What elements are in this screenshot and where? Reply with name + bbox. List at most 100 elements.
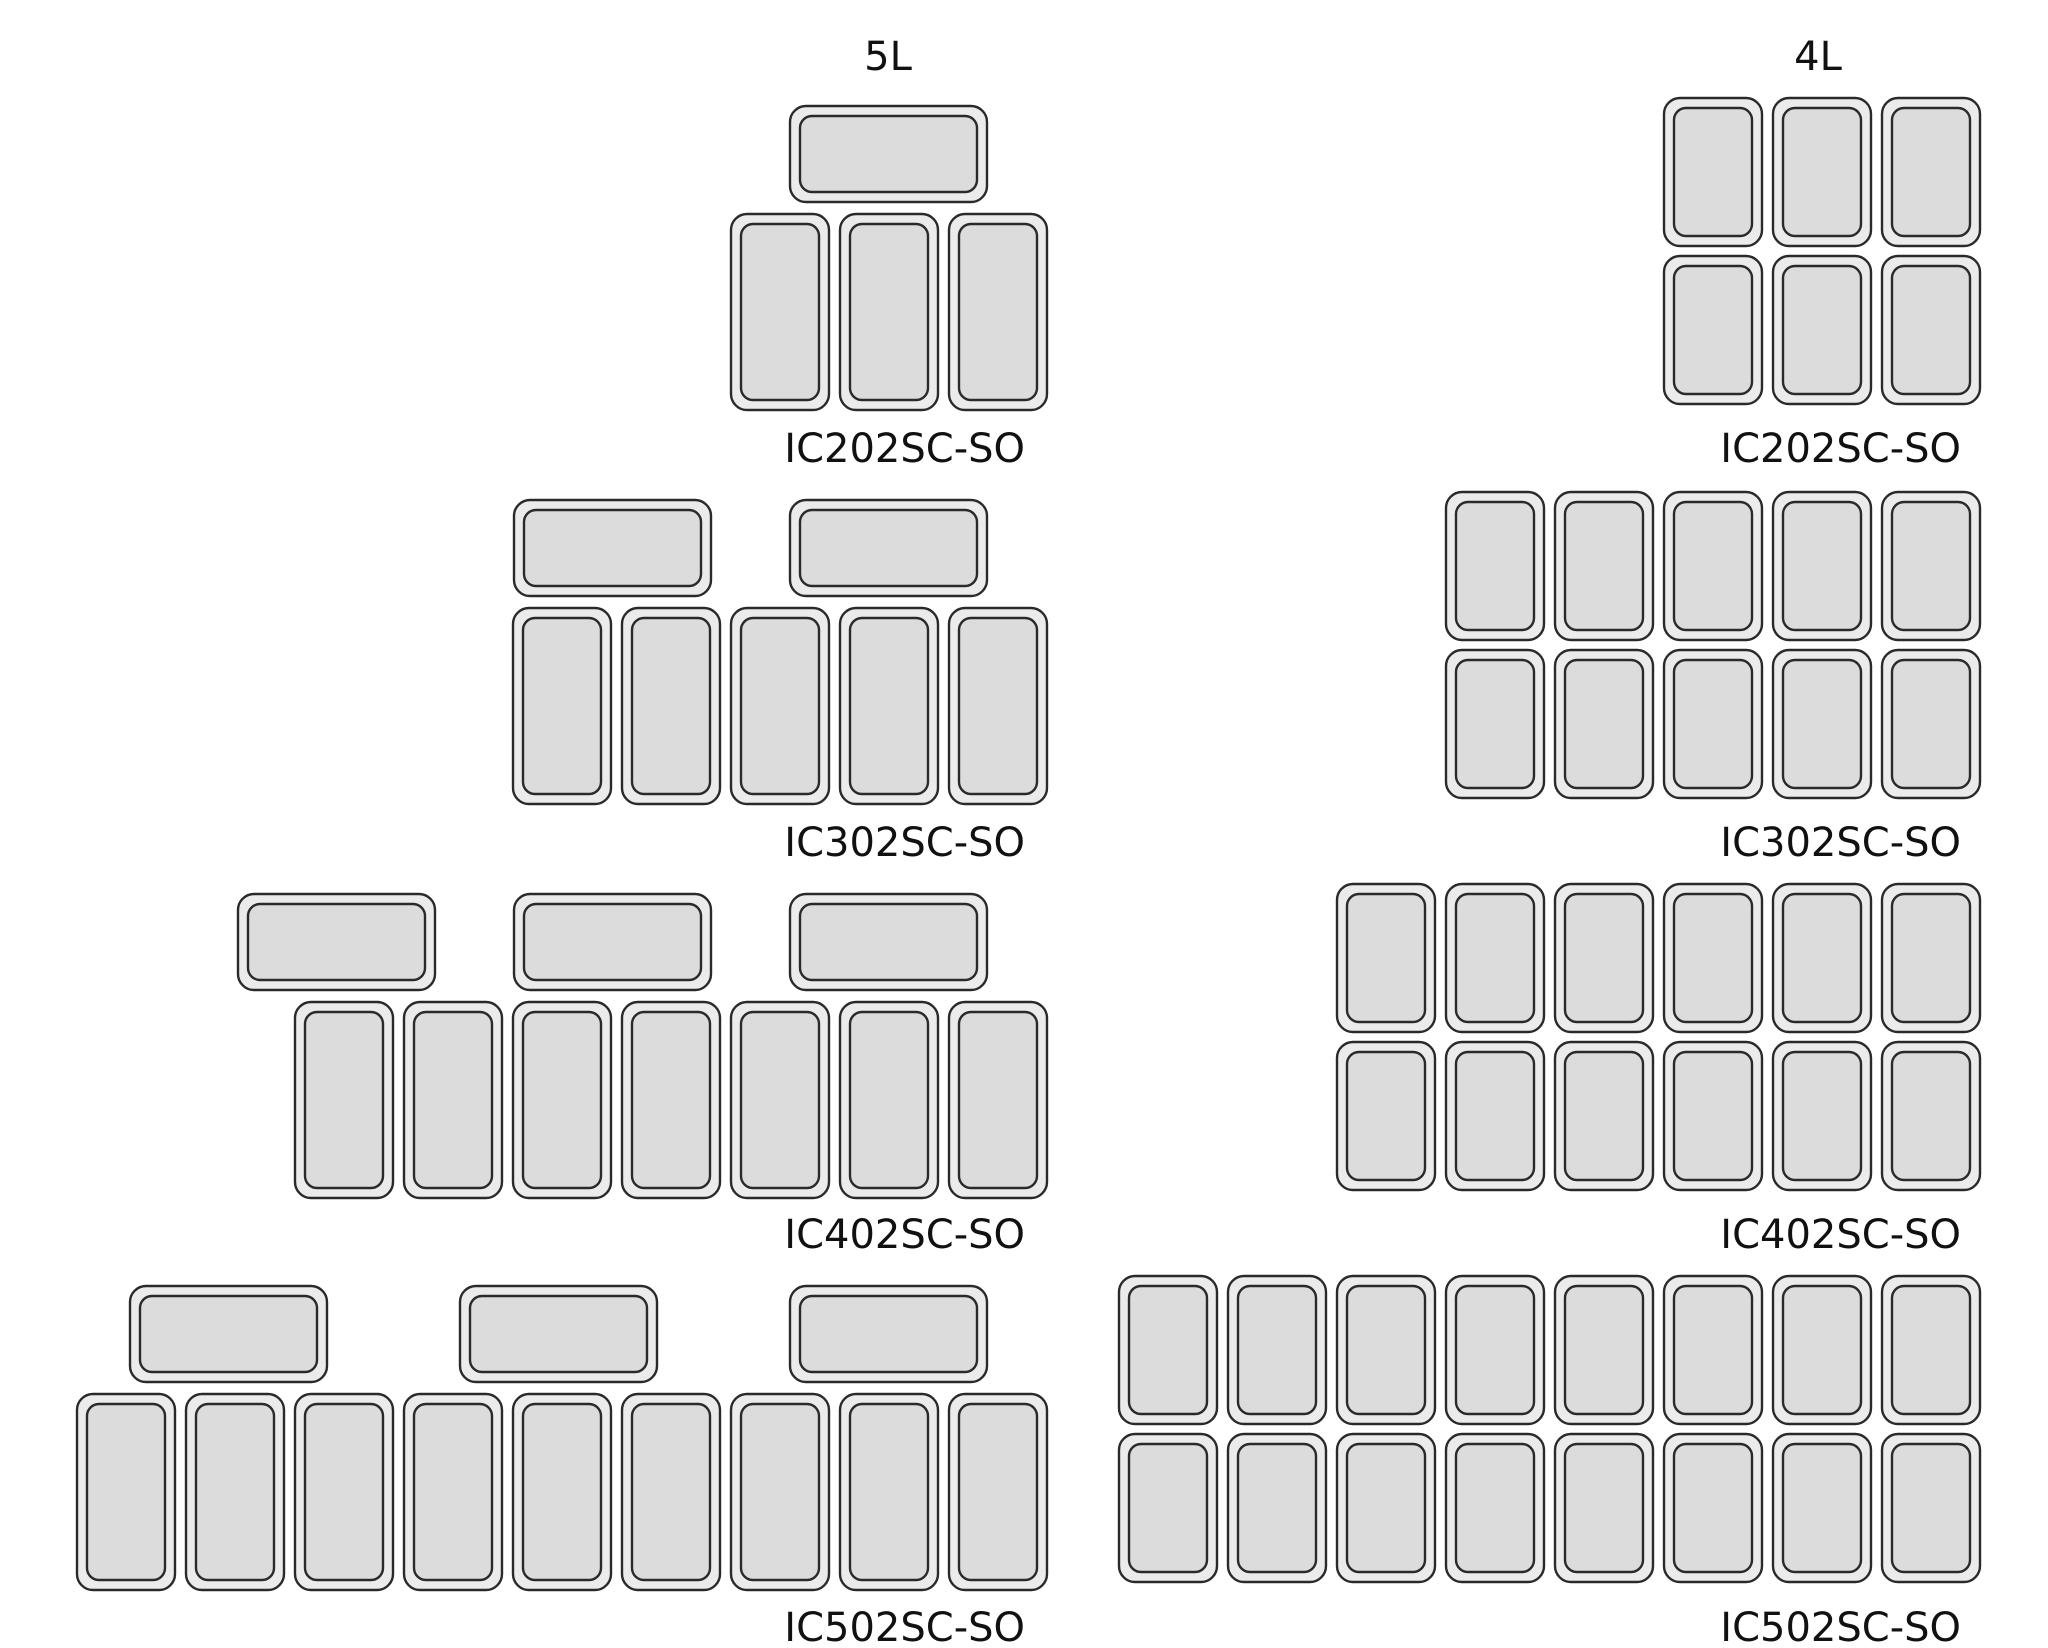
upright-pan	[729, 1000, 831, 1200]
upright-pan	[511, 1392, 613, 1592]
model-label-5l-row2: IC302SC-SO	[784, 820, 1025, 866]
pan-well	[1672, 1284, 1754, 1416]
pan-well	[303, 1010, 385, 1190]
grid-pan	[1444, 1432, 1546, 1584]
grid-pan	[1880, 648, 1982, 800]
grid-pan	[1444, 882, 1546, 1034]
pan-well	[1127, 1442, 1209, 1574]
grid-pan	[1771, 1432, 1873, 1584]
horizontal-pan	[236, 892, 437, 992]
grid-pan	[1880, 1432, 1982, 1584]
pan-well	[246, 902, 427, 982]
pan-well	[739, 1010, 821, 1190]
grid-pan	[1662, 648, 1764, 800]
horizontal-pan	[788, 104, 989, 204]
upright-pan	[75, 1392, 177, 1592]
pan-well	[1563, 1442, 1645, 1574]
pan-well	[412, 1402, 494, 1582]
upright-pan	[511, 606, 613, 806]
grid-pan	[1662, 96, 1764, 248]
grid-pan	[1553, 1040, 1655, 1192]
pan-well	[798, 1294, 979, 1374]
pan-well	[194, 1402, 276, 1582]
horizontal-pan	[458, 1284, 659, 1384]
pan-well	[1236, 1284, 1318, 1416]
pan-well	[630, 1010, 712, 1190]
grid-pan	[1553, 1432, 1655, 1584]
upright-pan	[838, 1392, 940, 1592]
pan-well	[412, 1010, 494, 1190]
pan-well	[1345, 1050, 1427, 1182]
grid-pan	[1880, 882, 1982, 1034]
pan-well	[739, 222, 821, 402]
pan-well	[85, 1402, 167, 1582]
pan-well	[1345, 1284, 1427, 1416]
grid-pan	[1771, 648, 1873, 800]
pan-well	[1890, 264, 1972, 396]
grid-pan	[1771, 96, 1873, 248]
upright-pan	[729, 1392, 831, 1592]
upright-pan	[947, 1000, 1049, 1200]
pan-well	[1672, 106, 1754, 238]
pan-well	[1563, 658, 1645, 790]
upright-pan	[838, 606, 940, 806]
pan-well	[1781, 106, 1863, 238]
pan-well	[1890, 1442, 1972, 1574]
grid-pan	[1662, 1274, 1764, 1426]
upright-pan	[402, 1392, 504, 1592]
grid-pan	[1226, 1432, 1328, 1584]
pan-well	[138, 1294, 319, 1374]
grid-pan	[1335, 1040, 1437, 1192]
pan-well	[1236, 1442, 1318, 1574]
pan-well	[1672, 658, 1754, 790]
pan-well	[1454, 500, 1536, 632]
pan-well	[1781, 264, 1863, 396]
grid-pan	[1117, 1432, 1219, 1584]
upright-pan	[293, 1000, 395, 1200]
horizontal-pan	[512, 498, 713, 598]
pans-layer	[75, 96, 1982, 1592]
upright-pan	[184, 1392, 286, 1592]
upright-pan	[838, 1000, 940, 1200]
pan-well	[303, 1402, 385, 1582]
horizontal-pan	[788, 892, 989, 992]
pan-well	[1454, 1050, 1536, 1182]
pan-well	[848, 1402, 930, 1582]
pan-well	[1454, 1284, 1536, 1416]
pan-well	[957, 1010, 1039, 1190]
grid-pan	[1117, 1274, 1219, 1426]
pan-well	[1781, 1442, 1863, 1574]
pan-well	[630, 1402, 712, 1582]
header-5l: 5L	[864, 34, 912, 80]
grid-pan	[1771, 490, 1873, 642]
model-label-5l-row4: IC502SC-SO	[784, 1605, 1025, 1648]
pan-well	[1563, 1284, 1645, 1416]
grid-pan	[1553, 882, 1655, 1034]
grid-pan	[1553, 1274, 1655, 1426]
pan-well	[1890, 1284, 1972, 1416]
pan-well	[798, 508, 979, 588]
grid-pan	[1335, 1432, 1437, 1584]
pan-well	[1563, 892, 1645, 1024]
pan-well	[739, 616, 821, 796]
grid-pan	[1771, 254, 1873, 406]
model-label-4l-row3: IC402SC-SO	[1720, 1212, 1961, 1258]
pan-well	[1672, 500, 1754, 632]
pan-well	[1563, 1050, 1645, 1182]
pan-well	[1345, 892, 1427, 1024]
pan-well	[1890, 106, 1972, 238]
pan-well	[522, 902, 703, 982]
pan-well	[1454, 1442, 1536, 1574]
pan-well	[1781, 892, 1863, 1024]
model-label-5l-row1: IC202SC-SO	[784, 426, 1025, 472]
pan-well	[1672, 1442, 1754, 1574]
grid-pan	[1880, 1274, 1982, 1426]
upright-pan	[729, 212, 831, 412]
pan-well	[848, 222, 930, 402]
pan-well	[848, 616, 930, 796]
horizontal-pan	[128, 1284, 329, 1384]
pan-well	[957, 616, 1039, 796]
grid-pan	[1771, 1040, 1873, 1192]
upright-pan	[620, 1000, 722, 1200]
